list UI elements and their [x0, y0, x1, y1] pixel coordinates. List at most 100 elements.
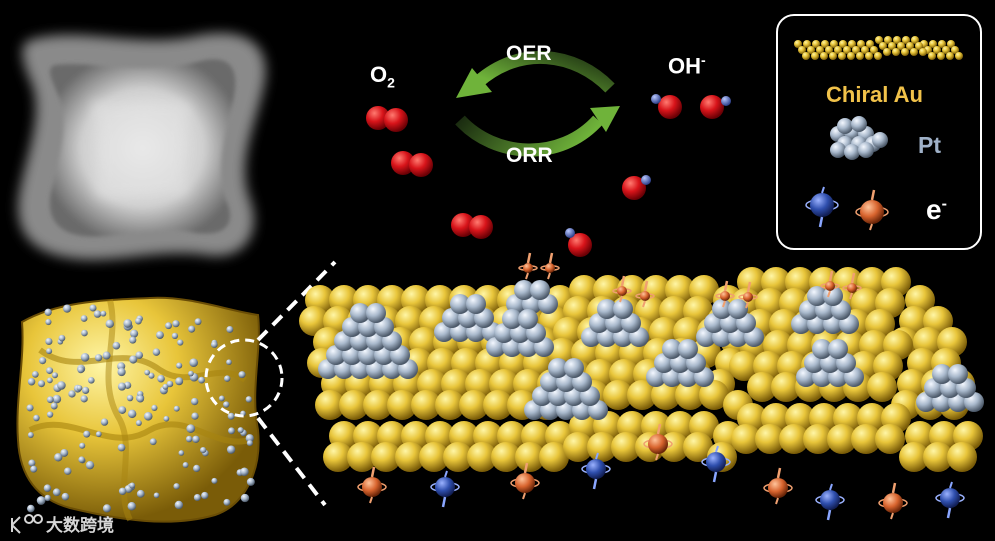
pt-dot: [144, 370, 150, 376]
pt-dot: [88, 377, 95, 384]
legend-electron-label: e-: [926, 194, 947, 226]
pt-dot: [118, 383, 126, 391]
pt-dot: [119, 488, 126, 495]
electron-sphere: [768, 478, 788, 498]
electron-sphere: [617, 286, 627, 296]
oxygen-atom: [409, 153, 433, 177]
pt-dot: [189, 358, 198, 367]
electron-spin-down: [816, 484, 844, 520]
pt-dot: [226, 359, 232, 365]
pt-dot: [191, 412, 198, 419]
pt-dot: [129, 355, 137, 363]
pt-atom: [530, 280, 550, 300]
pt-dot: [81, 315, 88, 322]
pt-dot: [135, 318, 142, 325]
pt-dot: [51, 403, 58, 410]
oxygen-atom: [700, 95, 724, 119]
pt-dot: [81, 353, 90, 362]
pt-dot: [188, 326, 195, 333]
oxygen-atom: [469, 215, 493, 239]
spin-arrow: [893, 483, 895, 493]
spin-arrow-tail: [950, 482, 952, 488]
pt-dot: [57, 381, 66, 390]
hydrogen-atom: [565, 228, 575, 238]
pt-dot: [172, 320, 179, 327]
pt-dot: [228, 427, 235, 434]
orr-label: ORR: [506, 144, 553, 168]
pt-dot: [32, 371, 39, 378]
spin-arrow-tail: [548, 273, 550, 279]
oer-label: OER: [506, 42, 552, 66]
pt-atom: [678, 339, 698, 359]
pt-dot: [94, 310, 102, 318]
pt-dot: [38, 380, 45, 387]
pt-dot: [201, 492, 208, 499]
hydrogen-atom: [651, 94, 661, 104]
pt-dot: [52, 372, 58, 378]
hydroxide-molecule: [565, 228, 592, 257]
pt-dot: [211, 478, 217, 484]
hydrogen-atom: [641, 175, 651, 185]
pt-dot: [46, 367, 53, 374]
pt-dot: [77, 385, 83, 391]
o2-molecule: [451, 213, 493, 239]
electron-sphere: [883, 493, 903, 513]
pt-dot: [154, 492, 160, 498]
pt-dot: [183, 462, 189, 468]
electron-spin-down: [936, 482, 964, 518]
spin-arrow: [778, 468, 780, 478]
spin-arrow: [828, 510, 830, 520]
pt-dot: [176, 362, 182, 368]
pt-dot: [175, 377, 183, 385]
pt-dot: [177, 339, 183, 345]
watermark-logo: [12, 515, 42, 533]
electron-sphere: [545, 263, 555, 273]
pt-dot: [223, 401, 229, 407]
pt-dot: [228, 413, 235, 420]
pt-dot: [128, 410, 136, 418]
pt-dot: [63, 304, 71, 312]
pt-atom: [613, 299, 633, 319]
electron-sphere: [640, 291, 650, 301]
cycle-arrows: [456, 57, 620, 150]
oxygen-atom: [658, 95, 682, 119]
pt-dot: [83, 431, 90, 438]
pt-dot: [123, 319, 132, 328]
gold-atom: [875, 424, 905, 454]
pt-dot: [137, 395, 144, 402]
pt-dot: [186, 424, 195, 433]
pt-dot: [89, 304, 96, 311]
pt-dot: [195, 318, 202, 325]
pt-dot: [96, 431, 102, 437]
electron-spin-up: [519, 253, 537, 279]
pt-dot: [247, 478, 255, 486]
electron-sphere: [847, 283, 857, 293]
pt-dot: [53, 488, 61, 496]
pt-dot: [175, 501, 183, 509]
pt-dot: [128, 502, 136, 510]
legend-pt-label: Pt: [918, 132, 941, 159]
pt-dot: [219, 396, 225, 402]
pt-dot: [130, 330, 138, 338]
hydroxide-molecule: [622, 175, 651, 200]
electron-sphere: [648, 434, 668, 454]
electron-spin-up: [541, 253, 559, 279]
o2-molecule: [366, 106, 408, 132]
pt-dot: [247, 440, 253, 446]
pt-dot: [106, 320, 114, 328]
pt-dot: [45, 338, 52, 345]
pt-dot: [226, 326, 233, 333]
hydrogen-atom: [721, 96, 731, 106]
pt-dot: [30, 466, 37, 473]
pt-cluster: [506, 280, 558, 314]
pt-dot: [77, 366, 84, 373]
gold-atom: [947, 442, 977, 472]
pt-dot: [127, 395, 133, 401]
pt-dot: [188, 371, 194, 377]
electron-spin-up: [358, 467, 386, 503]
pt-dot: [100, 311, 106, 317]
electron-sphere: [523, 263, 533, 273]
spin-arrow-tail: [526, 273, 528, 279]
electron-sphere: [435, 477, 455, 497]
hydroxide-molecule: [651, 94, 682, 119]
